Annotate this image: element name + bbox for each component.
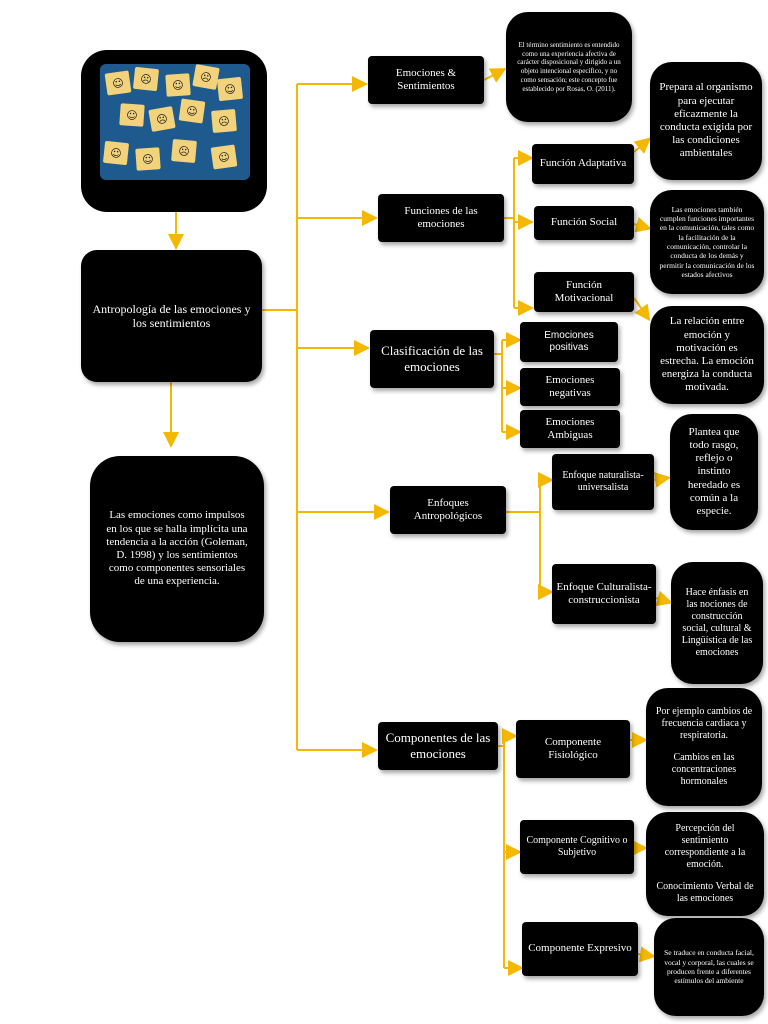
enfoque-culturalista: Enfoque Culturalista-construccionista: [552, 564, 656, 624]
componente-expresivo: Componente Expresivo: [522, 922, 638, 976]
sticky-note: ☺: [119, 103, 145, 127]
sticky-note: ☺: [178, 98, 206, 124]
note-componente-cognitivo: Percepción del sentimiento correspondien…: [646, 812, 764, 916]
branch-componentes: Componentes de las emociones: [378, 722, 498, 770]
note-sentimiento-definicion: El término sentimiento es entendido como…: [506, 12, 632, 122]
sticky-note: ☹: [211, 108, 237, 134]
note-cognitivo-2: Conocimiento Verbal de las emociones: [656, 881, 754, 904]
sticky-note: ☹: [192, 64, 220, 90]
branch-emociones-sentimientos: Emociones & Sentimientos: [368, 56, 484, 104]
note-enfoque-culturalista: Hace énfasis en las nociones de construc…: [671, 562, 763, 684]
emociones-ambiguas: Emociones Ambiguas: [520, 410, 620, 448]
branch-enfoques: Enfoques Antropológicos: [390, 486, 506, 534]
emociones-positivas: Emociones positivas: [520, 322, 618, 362]
central-topic: Antropología de las emociones y los sent…: [81, 250, 262, 382]
sticky-note: ☺: [102, 140, 130, 166]
branch-funciones: Funciones de las emociones: [378, 194, 504, 242]
sticky-note: ☺: [165, 73, 191, 97]
funcion-social: Función Social: [534, 206, 634, 240]
note-funcion-motivacional: La relación entre emoción y motivación e…: [650, 306, 764, 404]
sticky-note: ☹: [171, 138, 197, 164]
funcion-motivacional: Función Motivacional: [534, 272, 634, 312]
sticky-note: ☺: [210, 144, 238, 170]
note-componente-expresivo: Se traduce en conducta facial, vocal y c…: [654, 918, 764, 1016]
funcion-adaptativa: Función Adaptativa: [532, 144, 634, 184]
sticky-note: ☺: [135, 147, 161, 171]
note-cognitivo-1: Percepción del sentimiento correspondien…: [664, 823, 746, 870]
definition-box: Las emociones como impulsos en los que s…: [90, 456, 264, 642]
sticky-note: ☺: [216, 76, 244, 102]
componente-cognitivo: Componente Cognitivo o Subjetivo: [520, 820, 634, 874]
note-funcion-social: Las emociones también cumplen funciones …: [650, 190, 764, 294]
emoji-sticky-notes-image: ☺ ☹ ☺ ☹ ☺ ☺ ☹ ☺ ☹ ☺ ☺ ☹ ☺: [100, 64, 250, 180]
componente-fisiologico: Componente Fisiológico: [516, 720, 630, 778]
emociones-negativas: Emociones negativas: [520, 368, 620, 406]
note-componente-fisiologico: Por ejemplo cambios de frecuencia cardia…: [646, 688, 762, 806]
branch-clasificacion: Clasificación de las emociones: [370, 330, 494, 388]
sticky-note: ☺: [104, 70, 132, 96]
note-funcion-adaptativa: Prepara al organismo para ejecutar efica…: [650, 62, 762, 180]
note-fisiologico-1: Por ejemplo cambios de frecuencia cardia…: [655, 706, 753, 741]
sticky-note: ☹: [148, 106, 176, 132]
enfoque-naturalista: Enfoque naturalista-universalista: [552, 454, 654, 510]
sticky-note: ☹: [132, 66, 160, 92]
note-fisiologico-2: Cambios en las concentraciones hormonale…: [671, 752, 737, 787]
note-enfoque-naturalista: Plantea que todo rasgo, reflejo o instin…: [670, 414, 758, 530]
